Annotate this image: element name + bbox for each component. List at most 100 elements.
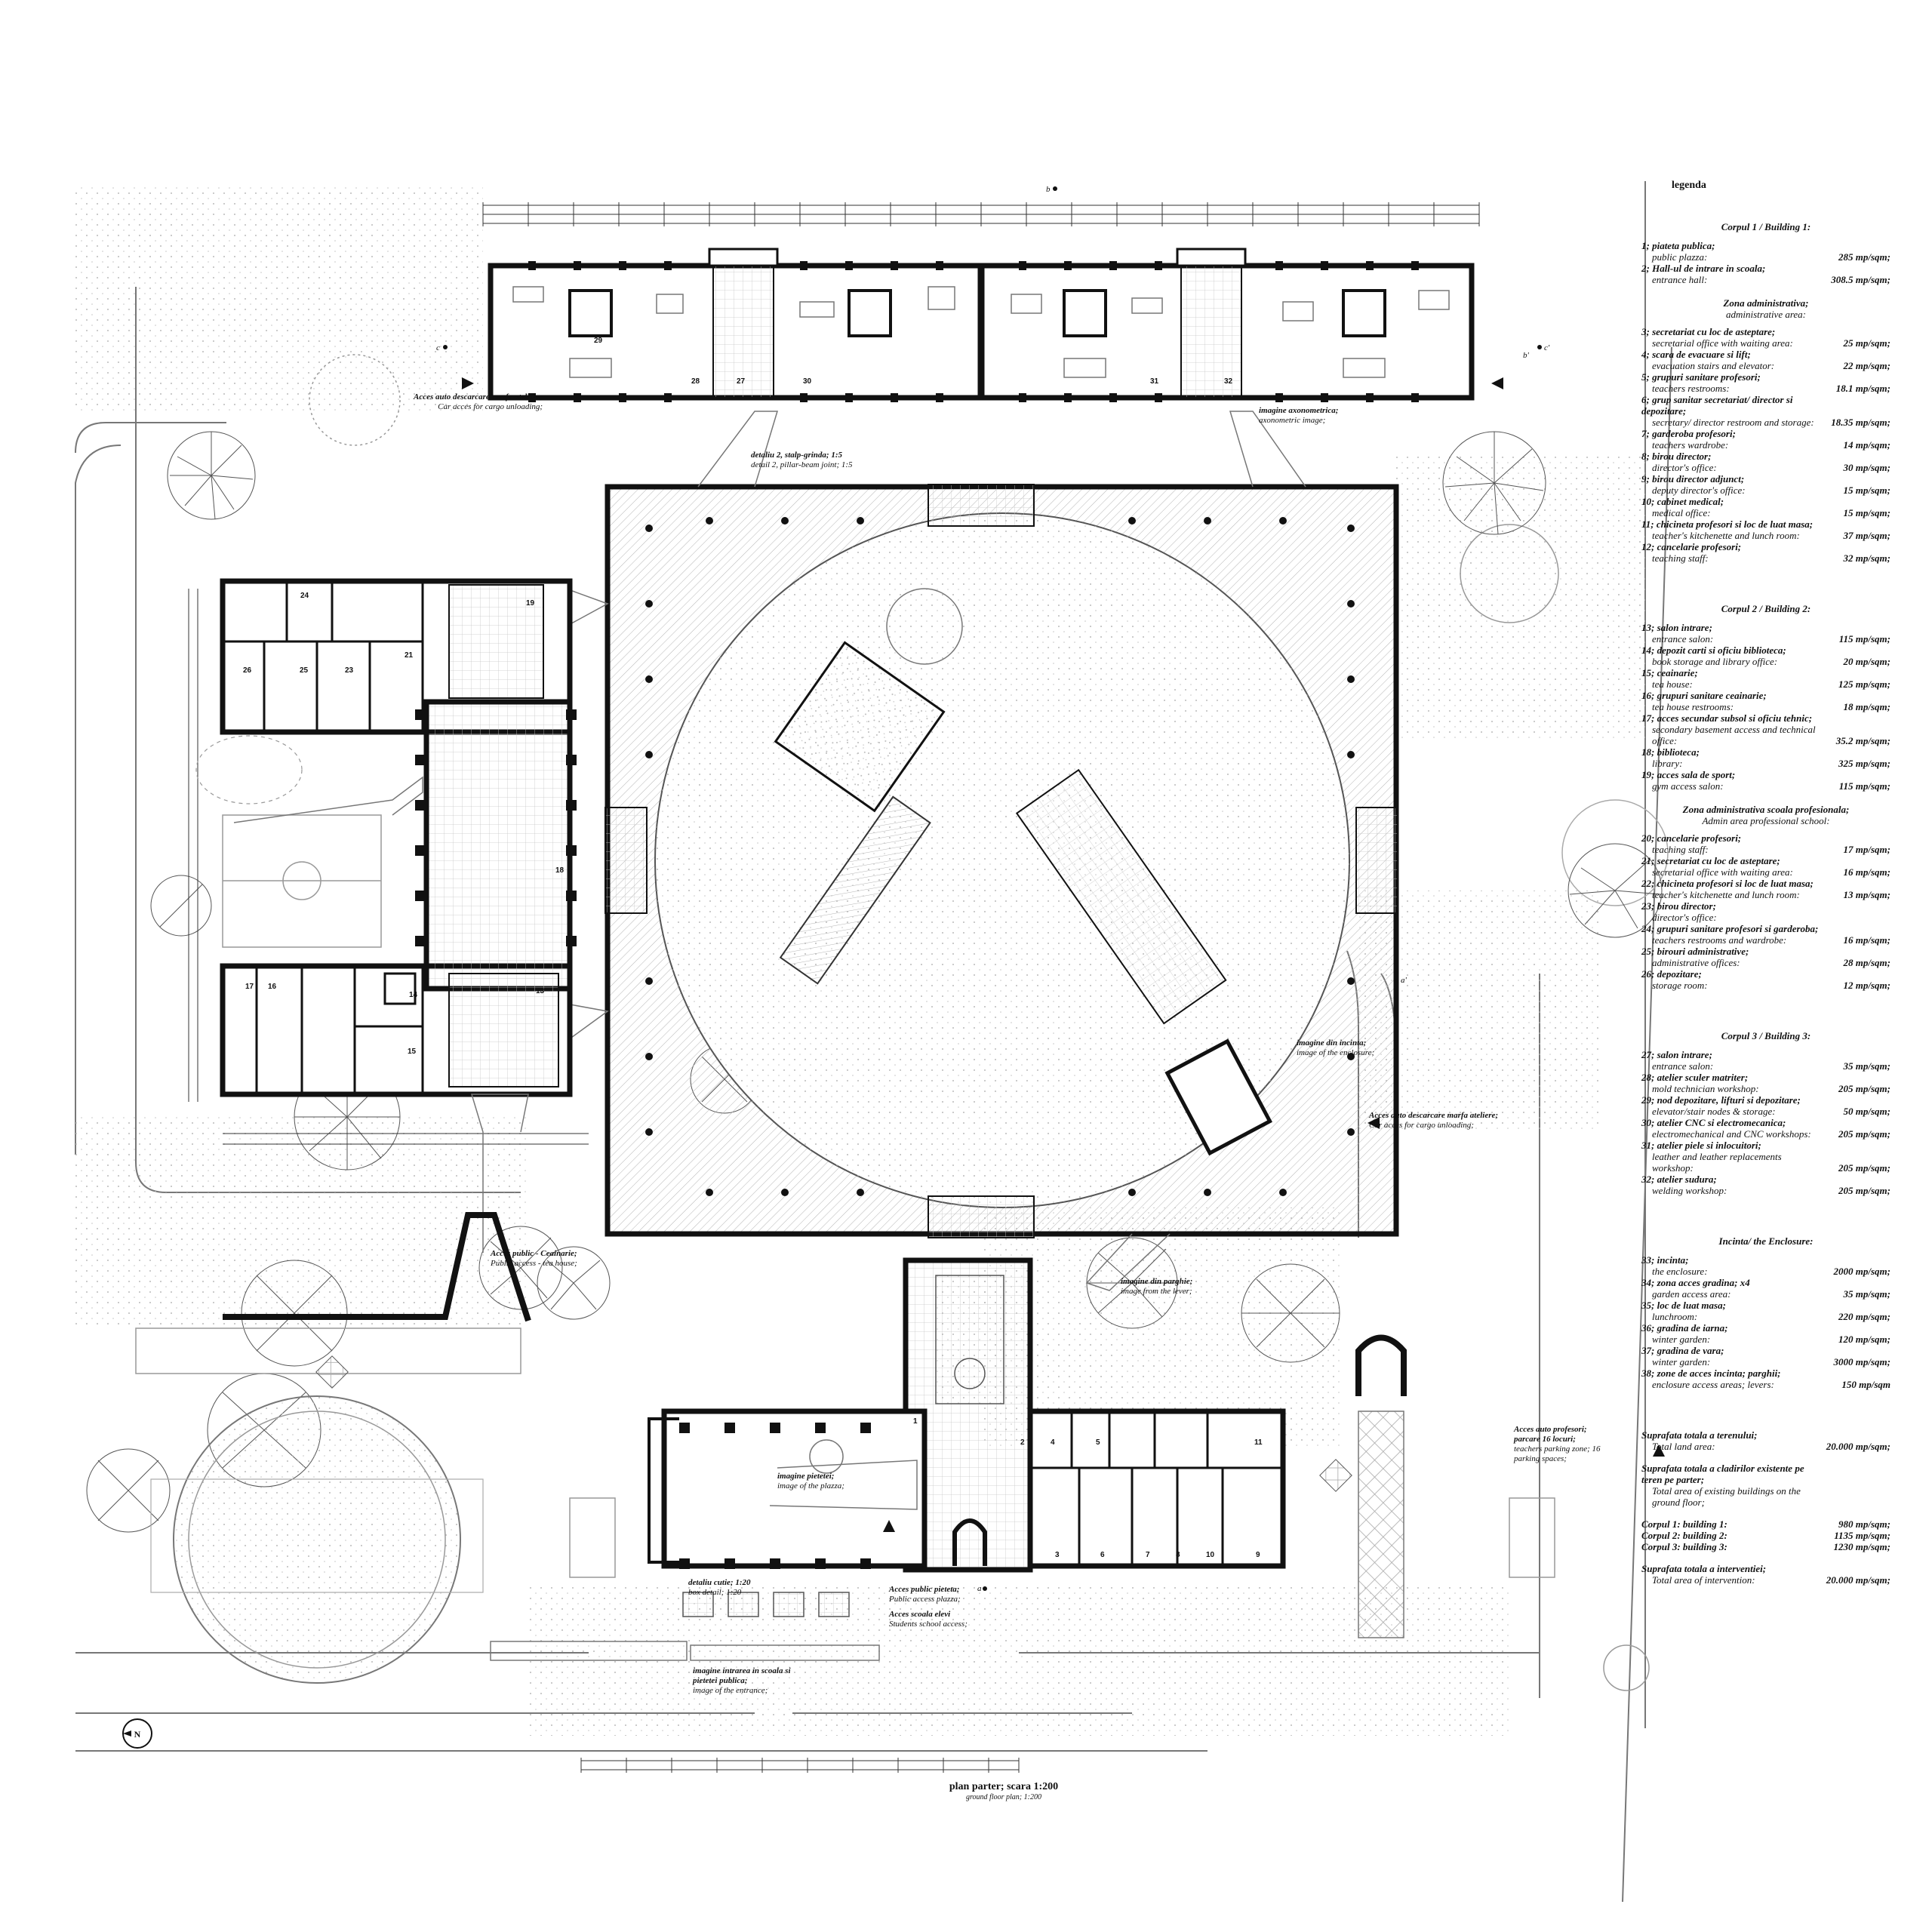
legend-item-name: 21; secretariat cu loc de asteptare;: [1641, 855, 1780, 866]
drawing-title-main: plan parter; scara 1:200: [949, 1781, 1059, 1792]
legend-item-english: public plazza:: [1652, 251, 1708, 263]
room-number: 1: [913, 1417, 918, 1426]
cargo-access-nw-label: Acces auto descarcare marfa ateliere;Car…: [414, 392, 543, 411]
room-number: 8: [1176, 1551, 1180, 1559]
room-number: 24: [300, 592, 309, 600]
legend-item-english: lunchroom:: [1652, 1311, 1698, 1322]
room-number: 9: [1256, 1551, 1260, 1559]
room-number: 31: [1150, 377, 1159, 386]
legend-item-name: 14; depozit carti si oficiu biblioteca;: [1641, 645, 1786, 656]
room-number: 28: [691, 377, 700, 386]
legend-item-name: 17; acces secundar subsol si oficiu tehn…: [1641, 712, 1813, 724]
legend-item-english: secretary/ director restroom and storage…: [1652, 417, 1814, 428]
legend-item-english: evacuation stairs and elevator:: [1652, 360, 1775, 371]
legend-item-english: director's office:: [1652, 462, 1717, 473]
legend-item: 23; birou director;director's office:: [1641, 900, 1890, 923]
legend-subsection-heading: Zona administrativa;: [1723, 297, 1809, 309]
legend-total-name: Suprafata totala a terenului;: [1641, 1429, 1758, 1441]
room-number: 30: [803, 377, 812, 386]
legend-item-area: 2000 mp/sqm;: [1833, 1266, 1890, 1277]
dimension-ticks: [482, 202, 1480, 1773]
legend-item-name: 13; salon intrare;: [1641, 622, 1712, 633]
room-number: 11: [1254, 1438, 1263, 1447]
legend-item-english: teaching staff:: [1652, 552, 1709, 564]
legend-item-name: 8; birou director;: [1641, 451, 1712, 462]
legend-item: 1; piateta publica;public plazza:285 mp/…: [1641, 240, 1890, 263]
legend-section-heading: Corpul 3 / Building 3:: [1721, 1030, 1811, 1041]
legend-item-area: 120 mp/sqm;: [1838, 1334, 1890, 1345]
tea-house-access: [223, 1212, 531, 1322]
room-number: 15: [408, 1048, 417, 1056]
legend-item-area: 3000 mp/sqm;: [1833, 1356, 1890, 1367]
legend-item-english: medical office:: [1652, 507, 1711, 518]
legend-total-item: Suprafata totala a interventiei;Total ar…: [1641, 1563, 1890, 1586]
legend-item-english: storage room:: [1652, 980, 1708, 991]
legend-item-name: 6; grup sanitar secretariat/ director si…: [1641, 394, 1793, 417]
legend-item: 26; depozitare;storage room:12 mp/sqm;: [1641, 968, 1890, 991]
building-1: [648, 1257, 1286, 1573]
legend-item: 5; grupuri sanitare profesori;teachers r…: [1641, 371, 1890, 394]
drawing-title: plan parter; scara 1:200 ground floor pl…: [891, 1781, 1117, 1801]
legend-subsection-heading: Zona administrativa scoala profesionala;: [1682, 804, 1850, 815]
legend-item-name: 7; garderoba profesori;: [1641, 428, 1736, 439]
legend-total-english: Total land area:: [1652, 1441, 1715, 1452]
legend-section: Corpul 2 / Building 2:13; salon intrare;…: [1641, 576, 1890, 991]
legend-item: 19; acces sala de sport;gym access salon…: [1641, 769, 1890, 792]
legend-item-name: 10; cabinet medical;: [1641, 496, 1724, 507]
legend-item-english: winter garden:: [1652, 1334, 1711, 1345]
legend-item-english: entrance hall:: [1652, 274, 1708, 285]
section-mark: a': [1401, 976, 1407, 985]
section-mark: b: [1046, 185, 1051, 194]
legend-item: 38; zone de acces incinta; parghii;enclo…: [1641, 1367, 1890, 1390]
legend-item-name: 5; grupuri sanitare profesori;: [1641, 371, 1761, 383]
legend-item-name: 26; depozitare;: [1641, 968, 1702, 980]
legend-item: 16; grupuri sanitare ceainarie;tea house…: [1641, 690, 1890, 712]
legend-item-area: 18.35 mp/sqm;: [1831, 417, 1890, 428]
legend-item-english: teaching staff:: [1652, 844, 1709, 855]
legend-item: 25; birouri administrative;administrativ…: [1641, 946, 1890, 968]
legend-total-area: 1135 mp/sqm;: [1834, 1530, 1890, 1541]
legend-item: 29; nod depozitare, lifturi si depozitar…: [1641, 1094, 1890, 1117]
legend-spacer: [1641, 1402, 1890, 1429]
legend-item-area: 35 mp/sqm;: [1843, 1060, 1890, 1072]
legend-item-english: winter garden:: [1652, 1356, 1711, 1367]
legend-section: Corpul 1 / Building 1:1; piateta publica…: [1641, 221, 1890, 564]
legend-item-english: entrance salon:: [1652, 633, 1714, 645]
legend-item-english: welding workshop:: [1652, 1185, 1727, 1196]
legend-item-area: 22 mp/sqm;: [1843, 360, 1890, 371]
legend-item-name: 19; acces sala de sport;: [1641, 769, 1736, 780]
legend-item-area: 28 mp/sqm;: [1843, 957, 1890, 968]
legend-item-area: 14 mp/sqm;: [1843, 439, 1890, 451]
section-mark: b': [1523, 351, 1530, 360]
section-marks: [443, 186, 1542, 1591]
legend-item: 32; atelier sudura;welding workshop:205 …: [1641, 1174, 1890, 1196]
legend-item: 6; grup sanitar secretariat/ director si…: [1641, 394, 1890, 428]
legend-item: 8; birou director;director's office:30 m…: [1641, 451, 1890, 473]
room-number: 10: [1206, 1551, 1215, 1559]
legend-item-name: 16; grupuri sanitare ceainarie;: [1641, 690, 1767, 701]
legend-item-area: 285 mp/sqm;: [1838, 251, 1890, 263]
legend-item-english: director's office:: [1652, 912, 1717, 923]
legend-panel: legenda Corpul 1 / Building 1:1; piateta…: [1641, 180, 1890, 1586]
legend-item-area: 17 mp/sqm;: [1843, 844, 1890, 855]
legend-item-name: 11; chicineta profesori si loc de luat m…: [1641, 518, 1814, 530]
legend-item-name: 30; atelier CNC si electromecanica;: [1641, 1117, 1786, 1128]
room-number: 6: [1100, 1551, 1105, 1559]
legend-body: Corpul 1 / Building 1:1; piateta publica…: [1641, 221, 1890, 1586]
legend-total-name: Suprafata totala a cladirilor existente …: [1641, 1463, 1804, 1485]
enclosure-image-label: imagine din incinta;image of the enclosu…: [1297, 1038, 1375, 1057]
room-number: 2: [1020, 1438, 1025, 1447]
legend-item: 28; atelier sculer matriter;mold technic…: [1641, 1072, 1890, 1094]
cargo-access-e-label: Acces auto descarcare marfa ateliere;Car…: [1369, 1111, 1499, 1130]
legend-item-name: 29; nod depozitare, lifturi si depozitar…: [1641, 1094, 1801, 1106]
access-arrows: [462, 377, 1665, 1532]
legend-title: legenda: [1672, 180, 1706, 191]
legend-item: 37; gradina de vara;winter garden:3000 m…: [1641, 1345, 1890, 1367]
legend-item: 18; biblioteca;library:325 mp/sqm;: [1641, 746, 1890, 769]
section-mark: c: [436, 343, 440, 352]
legend-item-name: 15; ceainarie;: [1641, 667, 1698, 678]
legend-item: 22; chicineta profesori si loc de luat m…: [1641, 878, 1890, 900]
legend-item-name: 2; Hall-ul de intrare in scoala;: [1641, 263, 1766, 274]
